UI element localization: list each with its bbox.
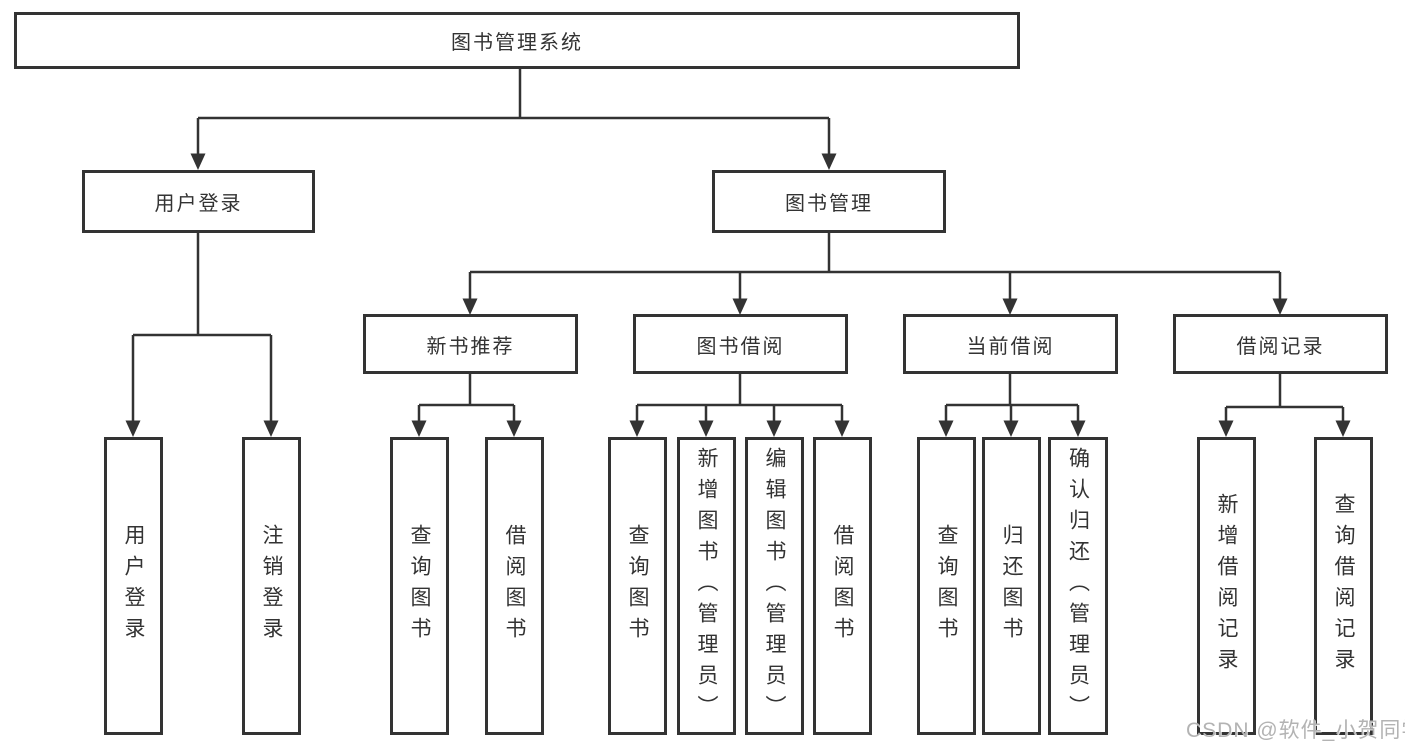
node-label: 归还图书 bbox=[1000, 524, 1023, 648]
node-leaf-query-books-recommend: 查询图书 bbox=[390, 437, 449, 735]
arrowhead-icon bbox=[506, 420, 522, 437]
node-borrowing-records: 借阅记录 bbox=[1173, 314, 1388, 374]
arrowhead-icon bbox=[766, 420, 782, 437]
connector-recommend-split bbox=[417, 374, 516, 421]
node-label: 图书管理系统 bbox=[451, 32, 583, 54]
connector-root-split bbox=[196, 69, 831, 154]
node-label: 图书借阅 bbox=[696, 335, 785, 358]
node-leaf-query-books-borrow: 查询图书 bbox=[608, 437, 667, 735]
node-leaf-confirm-return-admin: 确认归还（管理员） bbox=[1048, 437, 1108, 735]
node-label: 查询图书 bbox=[935, 524, 958, 648]
node-label: 查询图书 bbox=[626, 524, 649, 648]
arrowhead-icon bbox=[1070, 420, 1086, 437]
node-leaf-return-books: 归还图书 bbox=[982, 437, 1041, 735]
arrowhead-icon bbox=[462, 298, 478, 315]
arrowhead-icon bbox=[629, 420, 645, 437]
node-root-system: 图书管理系统 bbox=[14, 12, 1020, 69]
node-leaf-add-books-admin: 新增图书（管理员） bbox=[677, 437, 736, 735]
arrowhead-icon bbox=[834, 420, 850, 437]
arrowhead-icon bbox=[263, 420, 279, 437]
node-label: 新增借阅记录 bbox=[1215, 493, 1238, 679]
arrowhead-icon bbox=[411, 420, 427, 437]
node-label: 借阅图书 bbox=[831, 524, 854, 648]
connector-current-split bbox=[944, 374, 1080, 421]
node-label: 新增图书（管理员） bbox=[695, 446, 718, 726]
node-leaf-query-books-current: 查询图书 bbox=[917, 437, 976, 735]
arrowhead-icon bbox=[1218, 420, 1234, 437]
node-label: 新书推荐 bbox=[426, 335, 515, 358]
arrowhead-icon bbox=[125, 420, 141, 437]
node-book-borrowing: 图书借阅 bbox=[633, 314, 848, 374]
node-label: 当前借阅 bbox=[966, 335, 1055, 358]
node-leaf-query-borrow-record: 查询借阅记录 bbox=[1314, 437, 1373, 735]
node-label: 图书管理 bbox=[785, 193, 873, 215]
connector-borrow-split bbox=[635, 374, 844, 421]
node-new-book-recommendation: 新书推荐 bbox=[363, 314, 578, 374]
arrowhead-icon bbox=[821, 153, 837, 170]
node-leaf-borrow-books: 借阅图书 bbox=[813, 437, 872, 735]
csdn-watermark: CSDN @软件_小贺同学 bbox=[1186, 719, 1405, 742]
node-leaf-edit-books-admin: 编辑图书（管理员） bbox=[745, 437, 804, 735]
node-user-login: 用户登录 bbox=[82, 170, 315, 233]
node-leaf-logout: 注销登录 bbox=[242, 437, 301, 735]
node-label: 确认归还（管理员） bbox=[1066, 446, 1090, 726]
node-label: 用户登录 bbox=[154, 193, 243, 215]
arrowhead-icon bbox=[1002, 298, 1018, 315]
node-label: 用户登录 bbox=[122, 524, 145, 648]
node-label: 查询借阅记录 bbox=[1332, 493, 1355, 679]
node-label: 编辑图书（管理员） bbox=[763, 446, 786, 726]
node-current-borrowing: 当前借阅 bbox=[903, 314, 1118, 374]
node-leaf-add-borrow-record: 新增借阅记录 bbox=[1197, 437, 1256, 735]
node-label: 借阅图书 bbox=[503, 524, 526, 648]
connector-book-mgmt-split bbox=[468, 233, 1282, 299]
arrowhead-icon bbox=[732, 298, 748, 315]
node-label: 注销登录 bbox=[260, 524, 283, 648]
arrowhead-icon bbox=[1272, 298, 1288, 315]
arrowhead-icon bbox=[938, 420, 954, 437]
node-leaf-borrow-books-recommend: 借阅图书 bbox=[485, 437, 544, 735]
arrowhead-icon bbox=[1335, 420, 1351, 437]
arrowhead-icon bbox=[190, 153, 206, 170]
node-label: 查询图书 bbox=[408, 524, 431, 648]
node-leaf-user-login: 用户登录 bbox=[104, 437, 163, 735]
arrowhead-icon bbox=[698, 420, 714, 437]
node-book-management: 图书管理 bbox=[712, 170, 946, 233]
connector-user-login-split bbox=[131, 233, 273, 421]
connector-record-split bbox=[1224, 374, 1345, 421]
arrowhead-icon bbox=[1003, 420, 1019, 437]
node-label: 借阅记录 bbox=[1236, 335, 1325, 358]
